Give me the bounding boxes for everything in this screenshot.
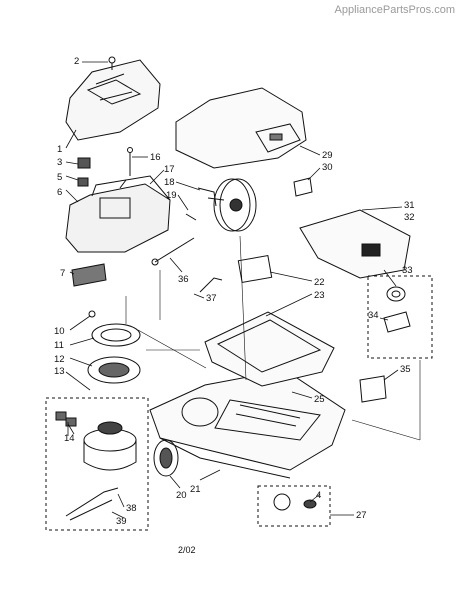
callout-20: 20 bbox=[176, 490, 187, 501]
callout-17: 17 bbox=[164, 164, 175, 175]
callout-5: 5 bbox=[57, 172, 62, 183]
date-code: 2/02 bbox=[178, 545, 196, 555]
motor bbox=[55, 411, 137, 471]
connector-lines bbox=[125, 235, 421, 441]
callout-32: 32 bbox=[404, 212, 415, 223]
switch bbox=[77, 157, 91, 187]
callout-21: 21 bbox=[190, 484, 201, 495]
callout-39: 39 bbox=[116, 516, 127, 527]
wheel bbox=[153, 439, 179, 477]
callout-4: 4 bbox=[316, 490, 321, 501]
callout-25: 25 bbox=[314, 394, 325, 405]
filter-box bbox=[367, 275, 433, 359]
callout-3: 3 bbox=[57, 157, 62, 168]
callout-19: 19 bbox=[166, 190, 177, 201]
bag bbox=[299, 209, 411, 279]
callout-18: 18 bbox=[164, 177, 175, 188]
motor-gasket bbox=[87, 310, 141, 384]
callout-27: 27 bbox=[356, 510, 367, 521]
fitting-box bbox=[257, 485, 331, 527]
callout-22: 22 bbox=[314, 277, 325, 288]
callout-6: 6 bbox=[57, 187, 62, 198]
callout-labels: 2 1 3 5 6 7 10 11 12 13 14 16 17 18 19 3… bbox=[54, 56, 415, 527]
callout-30: 30 bbox=[322, 162, 333, 173]
cord-reel-housing bbox=[65, 175, 171, 253]
callout-23: 23 bbox=[314, 290, 325, 301]
callout-13: 13 bbox=[54, 366, 65, 377]
callout-12: 12 bbox=[54, 354, 65, 365]
cord-reel bbox=[207, 178, 257, 232]
callout-7: 7 bbox=[60, 268, 65, 279]
callout-16: 16 bbox=[150, 152, 161, 163]
screw bbox=[127, 147, 133, 176]
callout-11: 11 bbox=[54, 340, 64, 351]
callout-36: 36 bbox=[178, 274, 189, 285]
cord-wire bbox=[199, 277, 223, 293]
fitting bbox=[273, 493, 317, 511]
filter bbox=[383, 286, 411, 333]
screw bbox=[151, 258, 159, 266]
callout-34: 34 bbox=[368, 310, 379, 321]
callout-10: 10 bbox=[54, 326, 65, 337]
callout-35: 35 bbox=[400, 364, 411, 375]
bag-lid bbox=[175, 87, 307, 169]
callout-14: 14 bbox=[64, 433, 75, 444]
duct bbox=[359, 375, 387, 403]
bag-holder bbox=[293, 177, 313, 197]
callout-31: 31 bbox=[404, 200, 415, 211]
grille bbox=[237, 254, 273, 284]
callout-29: 29 bbox=[322, 150, 333, 161]
callout-33: 33 bbox=[402, 265, 413, 276]
filter bbox=[71, 263, 107, 287]
brush bbox=[154, 237, 195, 263]
leader-lines bbox=[65, 61, 403, 519]
bag-cavity bbox=[204, 311, 335, 387]
callout-37: 37 bbox=[206, 293, 217, 304]
callout-38: 38 bbox=[126, 503, 137, 514]
top-cover bbox=[65, 59, 161, 141]
cord-wire bbox=[65, 487, 119, 521]
site-watermark: AppliancePartsPros.com bbox=[334, 4, 455, 16]
lower-housing bbox=[149, 369, 346, 479]
cord-wire bbox=[197, 187, 217, 207]
callout-1: 1 bbox=[57, 144, 62, 155]
screw bbox=[108, 56, 116, 70]
motor-box bbox=[45, 397, 149, 531]
cord-wire bbox=[185, 213, 197, 221]
callout-2: 2 bbox=[74, 56, 79, 67]
